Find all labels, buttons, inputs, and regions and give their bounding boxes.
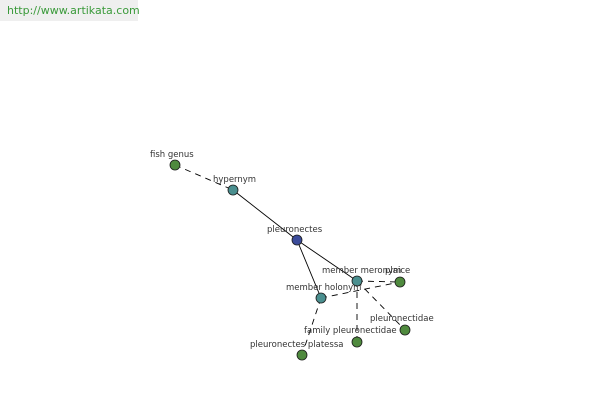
node-label-member-holonym[interactable]: member holonym [286,283,361,293]
node-pleuronectes[interactable] [291,234,303,246]
node-label-fish-genus[interactable]: fish genus [150,150,194,160]
edge-hypernym-pleuronectes [232,189,298,241]
nodes-layer [169,159,411,361]
edge-member-meronym-plaice [356,280,401,283]
node-plaice[interactable] [394,276,406,288]
node-label-plaice[interactable]: plaice [385,266,410,276]
node-label-pleuronectes[interactable]: pleuronectes [267,225,323,235]
node-label-pleuronectidae[interactable]: pleuronectidae [370,314,434,324]
node-pleuronectes-platessa[interactable] [296,349,308,361]
edges-layer [174,164,406,356]
node-label-member-meronym[interactable]: member meronym [322,266,401,276]
node-fish-genus[interactable] [169,159,181,171]
labels-layer: fish genus hypernym pleuronectes member mer… [150,150,434,350]
site-url-link[interactable]: http://www.artikata.com [7,4,140,17]
edge-member-holonym-plaice [320,281,401,299]
url-banner[interactable]: http://www.artikata.com [0,0,140,21]
edge-pleuronectes-member-meronym [296,239,358,282]
node-pleuronectidae[interactable] [399,324,411,336]
node-member-holonym[interactable] [315,292,327,304]
node-member-meronym[interactable] [351,275,363,287]
edge-pleuronectes-member-holonym [296,239,322,299]
node-family-pleuronectidae[interactable] [351,336,363,348]
node-label-hypernym[interactable]: hypernym [213,175,256,185]
node-label-family-pleuronectidae[interactable]: family pleuronectidae [304,326,397,336]
node-hypernym[interactable] [227,184,239,196]
node-label-pleuronectes-platessa[interactable]: pleuronectes platessa [250,340,343,350]
